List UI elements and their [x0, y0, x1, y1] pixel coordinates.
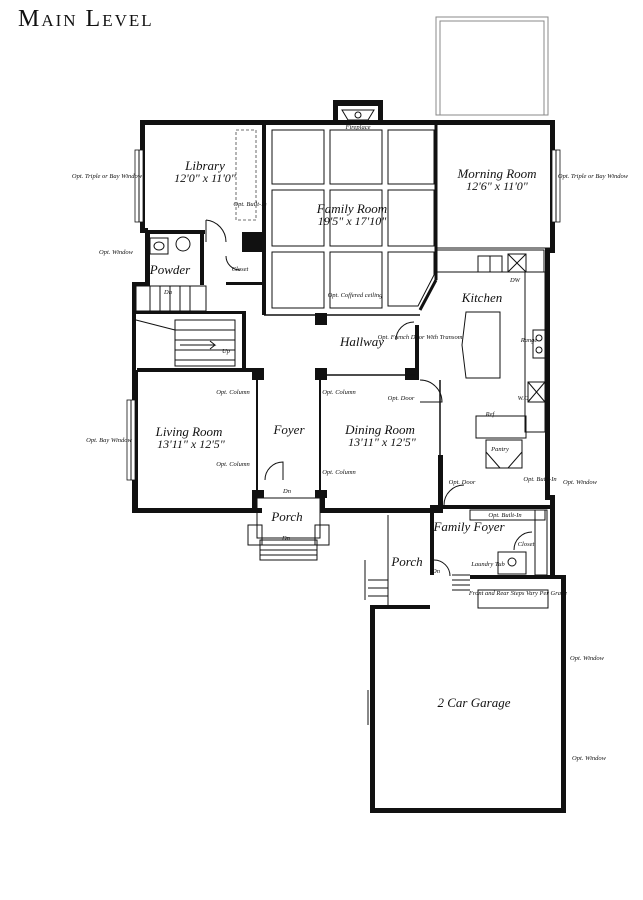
opt-builtin-family-note: Opt. Built-In: [488, 512, 521, 519]
powder-label: Powder: [149, 262, 191, 277]
dn-porch-front-note: Dn: [281, 535, 290, 542]
opt-door-family-note: Opt. Door: [449, 479, 476, 486]
opt-column-note-4: Opt. Column: [322, 469, 356, 476]
front-door: [264, 461, 284, 481]
foyer-label: Foyer: [272, 422, 305, 437]
dn-upper-note: Dn: [163, 289, 172, 296]
living-room-label: Living Room: [155, 424, 223, 439]
family-room-label: Family Room: [316, 201, 387, 216]
front-rear-steps-note: Front and Rear Steps Vary Per Grade: [468, 590, 567, 597]
side-porch-label: Porch: [390, 554, 422, 569]
wo-note: W.O.: [518, 395, 531, 402]
living-room-dims: 13'11" x 12'5": [157, 437, 226, 451]
interior-walls: [136, 125, 550, 505]
dn-porch-side-note: Dn: [431, 568, 440, 575]
coffered-note: Opt. Coffered ceiling: [328, 292, 384, 299]
opt-column-note-2: Opt. Column: [322, 389, 356, 396]
library-dims: 12'0" x 11'0": [174, 171, 237, 185]
laundry-note: Laundry Tub: [470, 561, 505, 568]
garage-label: 2 Car Garage: [438, 695, 511, 710]
family-foyer-label: Family Foyer: [432, 519, 505, 534]
pantry-note: Pantry: [490, 446, 509, 453]
powder-fixtures: [149, 236, 191, 255]
morning-room-label: Morning Room: [456, 166, 536, 181]
opt-builtin-library-note: Opt. Built-In: [233, 201, 266, 208]
dining-room-dims: 13'11" x 12'5": [348, 435, 417, 449]
opt-window-kitchen-note: Opt. Window: [563, 479, 598, 486]
plan-title: Main Level: [18, 6, 154, 32]
coffered-ceiling-grid: [271, 129, 435, 309]
opt-window-powder-note: Opt. Window: [99, 249, 134, 256]
closet-family-note: Closet: [518, 541, 535, 548]
dw-note: DW: [509, 277, 521, 284]
opt-triple-left-note: Opt. Triple or Bay Window: [72, 173, 143, 180]
morning-room-dims: 12'6" x 11'0": [466, 179, 529, 193]
front-porch-label: Porch: [270, 509, 302, 524]
french-door-note: Opt. French Door With Transom: [378, 334, 463, 341]
library-label: Library: [184, 158, 225, 173]
dining-room-label: Dining Room: [344, 422, 415, 437]
opt-window-garage-note-1: Opt. Window: [570, 655, 605, 662]
opt-door-dining-note: Opt. Door: [388, 395, 415, 402]
family-room-dims: 19'5" x 17'10": [318, 214, 387, 228]
opt-triple-right-note: Opt. Triple or Bay Window: [558, 173, 629, 180]
kitchen-fixtures: [435, 249, 546, 469]
opt-bay-window-note: Opt. Bay Window: [86, 437, 132, 444]
staircase: [135, 285, 236, 367]
family-foyer-fixtures: [452, 509, 549, 609]
opt-column-note-3: Opt. Column: [216, 461, 250, 468]
closet-upper-note: Closet: [232, 266, 249, 273]
ref-note: Ref: [485, 411, 496, 418]
opt-column-note-1: Opt. Column: [216, 389, 250, 396]
up-note: Up: [222, 348, 231, 355]
rear-deck: [435, 16, 549, 116]
kitchen-label: Kitchen: [461, 290, 502, 305]
fireplace-note: Fireplace: [344, 124, 370, 131]
opt-window-garage-note-2: Opt. Window: [572, 755, 607, 762]
front-porch: [247, 497, 330, 561]
fireplace: [333, 100, 383, 122]
opt-builtin-kitchen-note: Opt. Built-In: [523, 476, 556, 483]
hallway-label: Hallway: [339, 334, 384, 349]
side-porch: [364, 515, 389, 605]
range-note: Range: [520, 337, 538, 344]
dn-foyer-note: Dn: [282, 488, 291, 495]
